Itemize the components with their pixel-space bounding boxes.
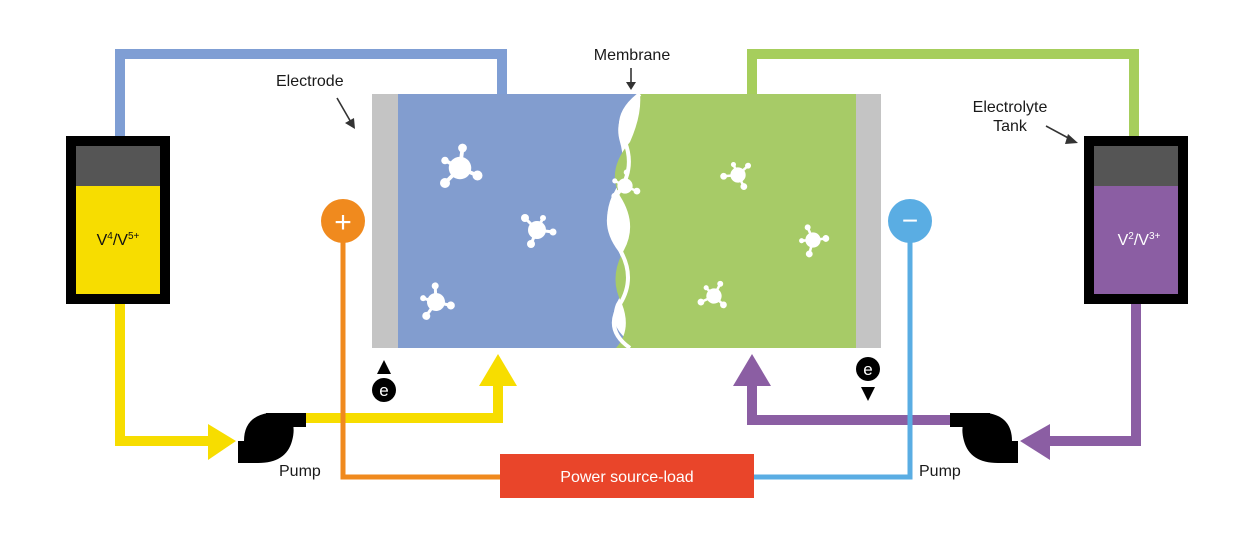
electron-icon [372,378,396,402]
negative-wire [740,238,913,480]
membrane [607,92,642,350]
power-source-load [500,454,754,498]
left-tank-label: V4/V5+ [97,231,140,249]
pump-label-right: Pump [919,463,961,480]
electron-label-right: e [863,360,872,379]
membrane-label: Membrane [594,47,671,64]
electrode-pointer-arrow [336,97,353,125]
left-tank-electrolyte [76,186,160,294]
electron-up-arrow-icon [377,360,391,374]
positive-terminal-icon [321,199,365,243]
purple-cell-arrow [733,354,771,386]
green-return-pipe [747,49,1139,165]
tank-pointer-head-icon [1065,134,1078,144]
purple-supply-pipe [1045,304,1141,446]
left-pump-icon [238,413,306,463]
blue-return-pipe [115,49,507,165]
yellow-supply-pipe [115,290,215,446]
yellow-cell-arrow [479,354,517,386]
purple-pump-arrow [1020,424,1050,460]
electron-label-left: e [379,381,388,400]
electrode-pointer-head-icon [345,118,355,129]
power-source-label: Power source-load [560,469,693,486]
electron-icon [856,357,880,381]
negative-half-cell [614,94,856,348]
electrode-label: Electrode [276,73,344,90]
electron-down-arrow-icon [861,387,875,401]
purple-cell-pipe [747,380,958,425]
left-tank-headspace [76,146,160,186]
minus-sign: − [902,205,918,236]
right-pump-icon [950,413,1018,463]
electrolyte-tank-label-line1: Electrolyte [973,99,1048,116]
plus-sign: + [334,206,352,239]
negative-terminal-icon [888,199,932,243]
right-tank-headspace [1094,146,1178,186]
right-electrode [854,94,881,348]
positive-wire [340,238,510,480]
yellow-pump-arrow [208,424,236,460]
pump-label-left: Pump [279,463,321,480]
yellow-cell-pipe [290,380,503,423]
right-tank-electrolyte [1094,186,1178,294]
left-electrode [372,94,400,348]
electrolyte-tank-label-line2: Tank [993,118,1028,135]
membrane-pointer-head-icon [626,82,636,90]
right-tank-label: V2/V3+ [1118,231,1161,249]
